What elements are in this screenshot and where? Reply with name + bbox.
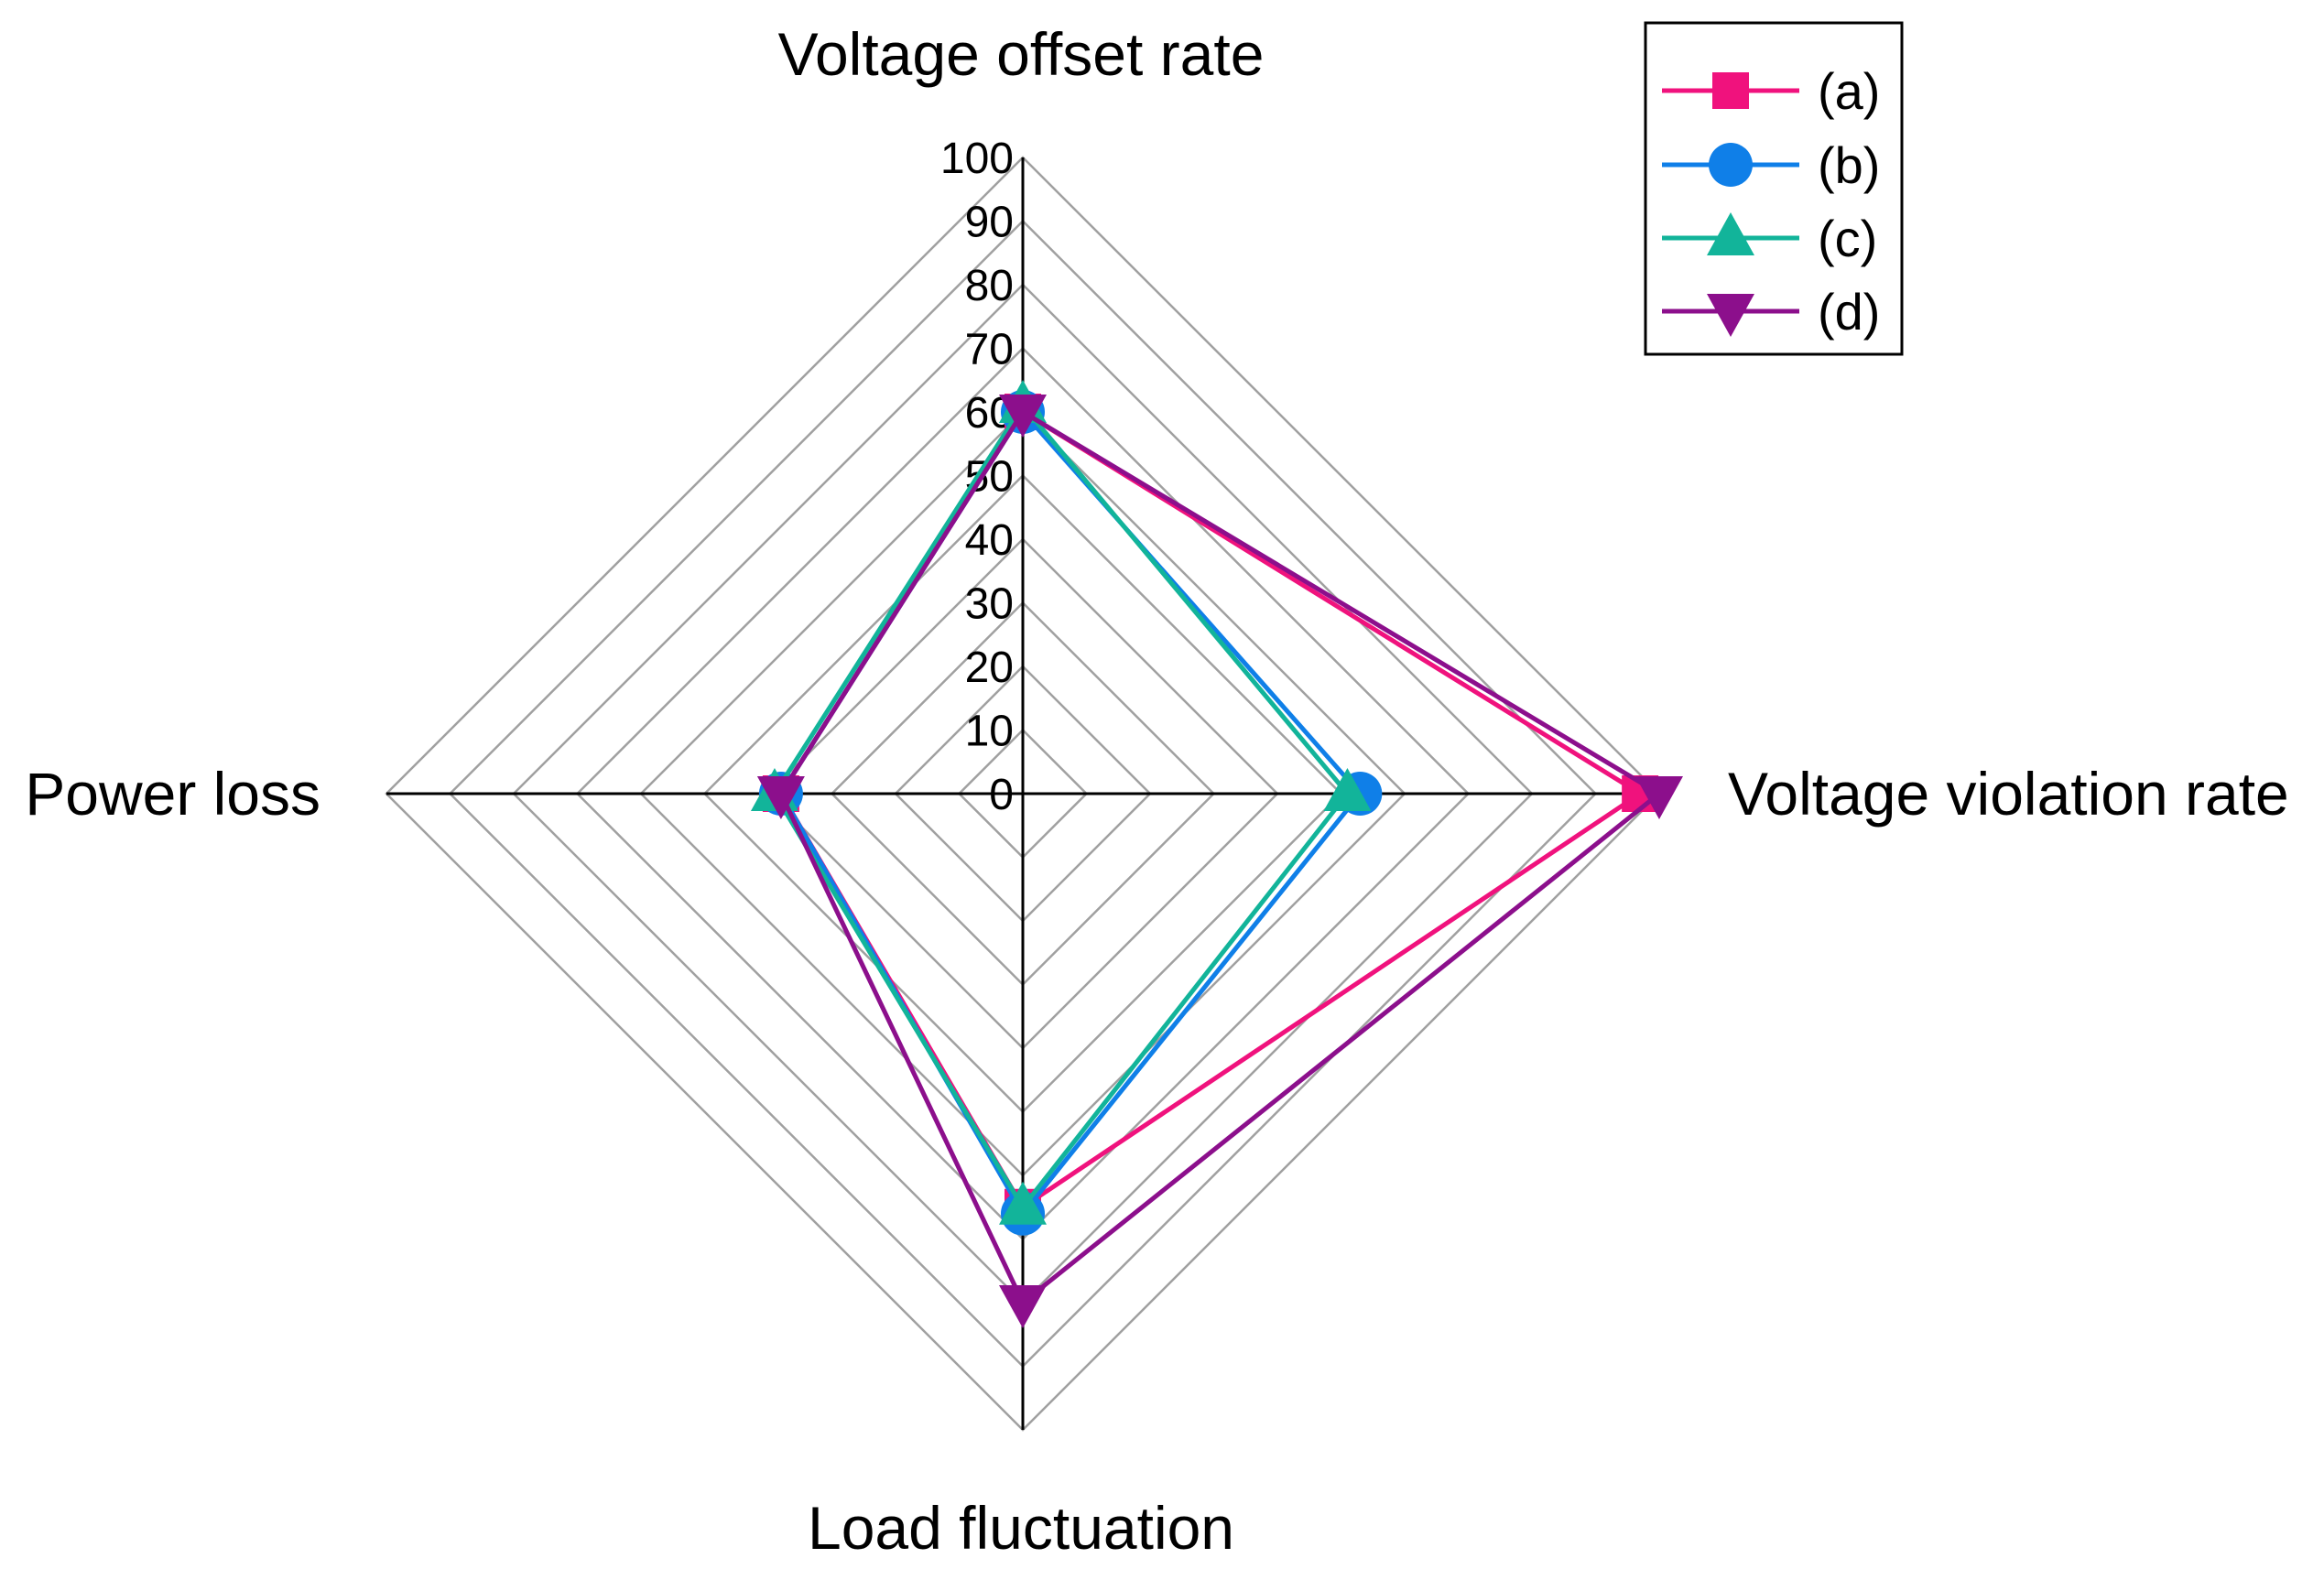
- legend-item: (c): [1662, 210, 1877, 267]
- marker-triangle-down: [1707, 294, 1754, 337]
- legend-marker-triangle-up: [1707, 212, 1754, 255]
- series-1: [762, 394, 1659, 1226]
- axis-title-voltage-violation-rate: Voltage violation rate: [1728, 760, 2289, 828]
- marker-circle: [1709, 143, 1753, 187]
- marker-triangle-up: [1323, 768, 1372, 811]
- marker-triangle-down: [999, 395, 1047, 438]
- marker-square: [1712, 72, 1749, 109]
- legend-label: (b): [1818, 136, 1880, 194]
- marker-triangle-down: [1635, 776, 1683, 819]
- tick-label: 90: [965, 199, 1014, 247]
- legend-marker-square: [1712, 72, 1749, 109]
- tick-label: 70: [965, 326, 1014, 374]
- marker-triangle-up: [1707, 212, 1754, 255]
- legend-frame: [1644, 21, 1904, 356]
- tick-label: 0: [989, 771, 1014, 819]
- legend-item: (a): [1662, 62, 1880, 120]
- axis-title-power-loss: Power loss: [25, 760, 320, 828]
- radar-series: [750, 380, 1683, 1328]
- tick-label: 80: [965, 262, 1014, 310]
- legend-item: (b): [1662, 136, 1880, 194]
- tick-label: 10: [965, 708, 1014, 756]
- axis-title-voltage-offset-rate: Voltage offset rate: [778, 20, 1265, 88]
- marker-triangle-down: [999, 1285, 1047, 1328]
- legend-label: (c): [1818, 210, 1877, 267]
- axis-title-load-fluctuation: Load fluctuation: [808, 1494, 1234, 1562]
- legend-label: (d): [1818, 283, 1880, 341]
- tick-label: 100: [940, 135, 1014, 183]
- legend-label: (a): [1818, 62, 1880, 120]
- series-4: [756, 395, 1683, 1328]
- tick-label: 30: [965, 580, 1014, 629]
- legend: (a) (b) (c) (d): [1644, 21, 1904, 356]
- legend-item: (d): [1662, 283, 1880, 341]
- tick-label: 20: [965, 644, 1014, 692]
- radar-axes: [386, 157, 1659, 1430]
- legend-marker-circle: [1709, 143, 1753, 187]
- marker-triangle-up: [999, 1181, 1047, 1225]
- series-line: [772, 403, 1350, 1210]
- legend-marker-triangle-down: [1707, 294, 1754, 337]
- series-line: [778, 409, 1363, 1217]
- marker-triangle-down: [756, 776, 805, 819]
- tick-label: 40: [965, 516, 1014, 565]
